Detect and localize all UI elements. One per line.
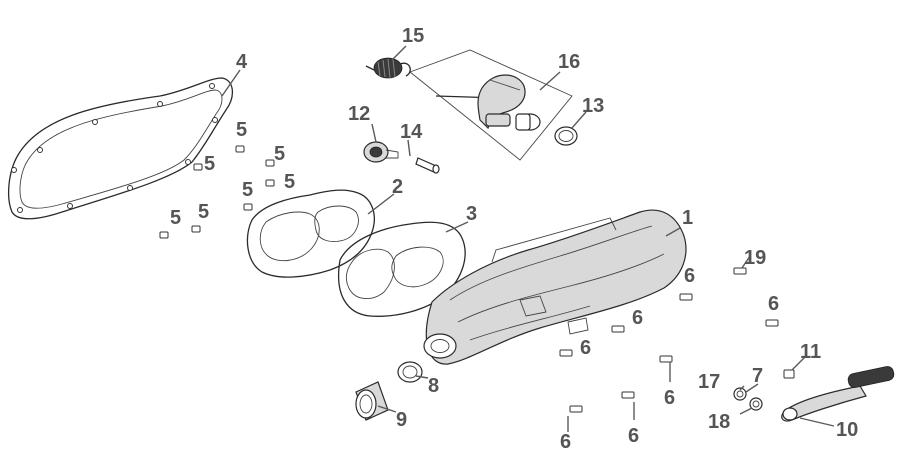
leader-lines [221,45,835,432]
callout-6: 6 [632,307,643,329]
callout-5: 5 [170,207,181,229]
callout-5: 5 [204,153,215,175]
callout-1: 1 [682,207,693,229]
callout-14: 14 [400,121,423,143]
callout-5: 5 [236,119,247,141]
callout-6: 6 [560,431,571,453]
part-9-bearing [355,381,389,421]
callout-6: 6 [684,265,695,287]
part-1-crankcase-cover [423,209,687,365]
part-16-kickstart-shaft [409,49,573,161]
callout-6: 6 [768,293,779,315]
part-14-pin [415,157,440,174]
part-18-washer [749,397,763,411]
callout-5: 5 [274,143,285,165]
part-12-gear [363,141,399,163]
callout-5: 5 [242,179,253,201]
callout-labels: 1 2 3 4 5 5 5 5 5 5 5 6 6 6 6 6 6 6 7 8 … [170,25,858,453]
part-13-ring [554,126,578,146]
part-8-seal [397,361,423,383]
callout-4: 4 [236,51,248,73]
part-2-gasket [246,189,375,278]
callout-10: 10 [836,419,858,441]
callout-15: 15 [402,25,424,47]
callout-7: 7 [752,365,763,387]
callout-9: 9 [396,409,407,431]
callout-18: 18 [708,411,730,433]
part-3-gasket [338,221,466,317]
part-15-spring [365,57,411,79]
callout-6: 6 [628,425,639,447]
part-17-washer [733,387,747,401]
callout-19: 19 [744,247,766,269]
callout-13: 13 [582,95,604,117]
callout-11: 11 [800,341,821,363]
callout-2: 2 [392,176,403,198]
part-10-kick-lever [781,366,895,422]
callout-6: 6 [580,337,591,359]
callout-3: 3 [466,203,477,225]
callout-8: 8 [428,375,439,397]
callout-17: 17 [698,371,720,393]
part-4-cover-gasket [7,77,233,220]
callout-16: 16 [558,51,580,73]
bolts [159,145,795,413]
callout-5: 5 [284,171,295,193]
callout-12: 12 [348,103,370,125]
callout-5: 5 [198,201,209,223]
callout-6: 6 [664,387,675,409]
